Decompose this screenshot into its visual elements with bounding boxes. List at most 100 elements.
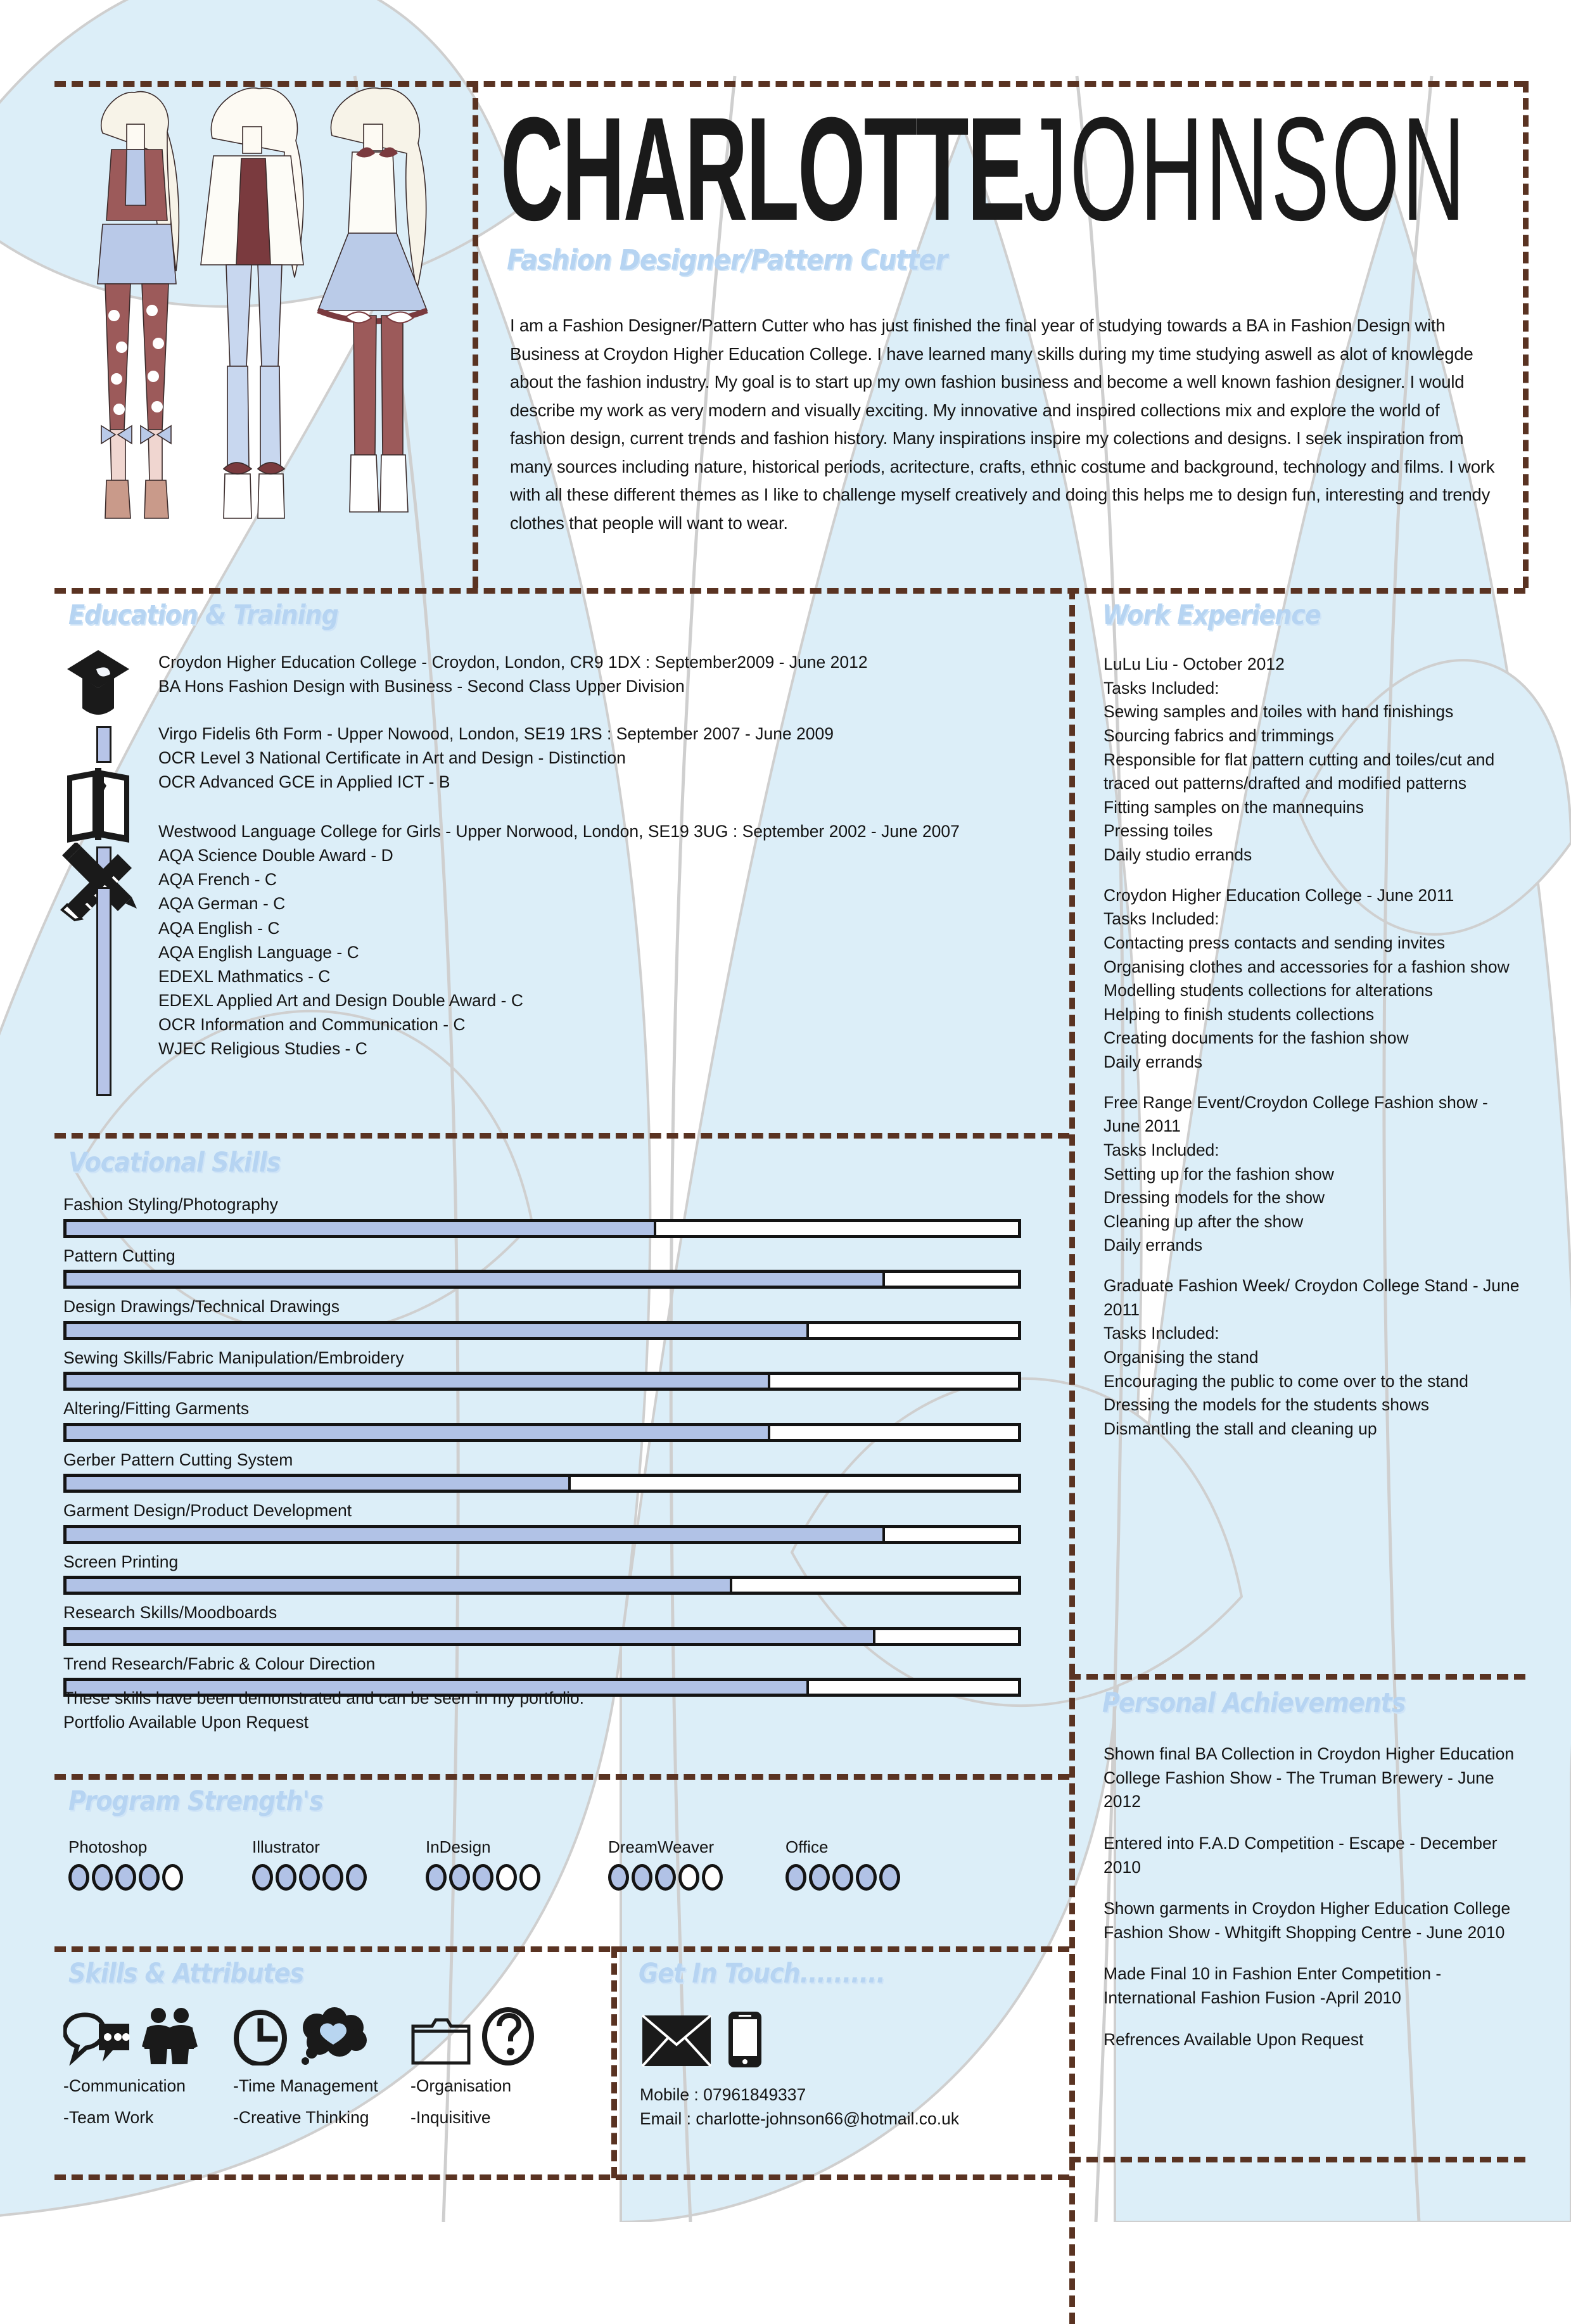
program-name: Office [786,1837,829,1856]
education-entry-1: Croydon Higher Education College - Croyd… [158,650,1001,698]
skill-progress-fill [67,1579,733,1592]
attribute-line-1: -Organisation [410,2076,512,2095]
education-qualification: OCR Level 3 National Certificate in Art … [158,748,626,768]
work-entry-tasks-label: Tasks Included: [1104,1140,1219,1159]
rating-dot [608,1864,629,1891]
personal-achievement-item: Shown garments in Croydon Higher Educati… [1104,1899,1511,1942]
rating-dot [299,1864,320,1891]
contact-section-title: Get In Touch.......... [639,1958,886,1989]
personal-achievements-list: Shown final BA Collection in Croydon Hig… [1104,1742,1522,2069]
personal-achievement-item: Entered into F.A.D Competition - Escape … [1104,1833,1498,1877]
program-rating-dots [608,1864,723,1891]
work-entry-task: Sourcing fabrics and trimmings [1104,725,1334,745]
rating-dot [856,1864,877,1891]
education-qualification: AQA German - C [158,894,286,914]
rating-dot [68,1864,89,1891]
rating-dot [809,1864,830,1891]
program-name: Illustrator [252,1837,320,1856]
last-name: JOHNSON [1024,86,1468,252]
program-name: InDesign [426,1837,491,1856]
page-title: CHARLOTTEJOHNSON [500,95,1468,243]
skill-row: Altering/Fitting Garments [63,1399,1021,1442]
program-strength-item: InDesign [426,1837,540,1891]
personal-achievements-section-title: Personal Achievements [1102,1687,1406,1719]
skill-progress-fill [67,1375,771,1388]
skill-row: Gerber Pattern Cutting System [63,1450,1021,1493]
work-experience-entry: Croydon Higher Education College - June … [1104,884,1522,1075]
education-qualification: AQA Science Double Award - D [158,846,393,865]
education-qualification: OCR Information and Communication - C [158,1015,466,1035]
rating-dot [162,1864,183,1891]
education-connector-bar-1 [96,726,111,763]
divider-above-achievements [1069,1674,1525,1680]
skill-progress-fill [67,1528,885,1541]
work-experience-entry: Free Range Event/Croydon College Fashion… [1104,1091,1522,1258]
divider-header-right [1523,81,1529,588]
divider-bottom-right [1069,2157,1525,2162]
education-qualification: EDEXL Applied Art and Design Double Awar… [158,991,523,1011]
skill-row: Pattern Cutting [63,1246,1021,1289]
portfolio-note: These skills have been demonstrated and … [63,1686,584,1735]
work-entry-task: Setting up for the fashion show [1104,1164,1334,1184]
contact-email[interactable]: Email : charlotte-johnson66@hotmail.co.u… [640,2109,960,2128]
work-entry-task: Daily studio errands [1104,845,1252,864]
rating-dot [655,1864,676,1891]
fashion-illustration [56,75,467,575]
pencil-ruler-icon [60,843,137,922]
skill-row: Sewing Skills/Fabric Manipulation/Embroi… [63,1348,1021,1391]
skill-row: Design Drawings/Technical Drawings [63,1297,1021,1340]
work-entry-heading: Free Range Event/Croydon College Fashion… [1104,1092,1488,1136]
contact-mobile[interactable]: Mobile : 07961849337 [640,2085,806,2104]
skill-row: Trend Research/Fabric & Colour Direction [63,1654,1021,1697]
program-rating-dots [68,1864,183,1891]
thought-cloud-heart-icon [302,2007,367,2065]
skill-progress-track [63,1218,1021,1238]
fashion-illustration-svg [97,87,428,519]
skill-row: Research Skills/Moodboards [63,1603,1021,1646]
work-entry-task: Modelling students collections for alter… [1104,981,1433,1000]
attribute-group-time: -Time Management -Creative Thinking [233,2007,378,2129]
attribute-group-communication: -Communication -Team Work [63,2007,198,2129]
program-name: Photoshop [68,1837,148,1856]
graduation-cap-icon [67,650,129,715]
divider-left-right-columns [1069,588,1075,2324]
work-experience-entry: Graduate Fashion Week/ Croydon College S… [1104,1274,1522,1441]
skill-label: Design Drawings/Technical Drawings [63,1297,340,1316]
education-entry-2: Virgo Fidelis 6th Form - Upper Nowood, L… [158,722,1001,794]
personal-achievement-item: Shown final BA Collection in Croydon Hig… [1104,1744,1515,1811]
skill-label: Gerber Pattern Cutting System [63,1450,293,1469]
question-mark-icon [482,2007,534,2065]
program-rating-dots [786,1864,900,1891]
skill-progress-fill [67,1273,885,1286]
rating-dot [252,1864,273,1891]
rating-dot [632,1864,652,1891]
skill-progress-fill [67,1222,657,1235]
skill-label: Altering/Fitting Garments [63,1399,250,1418]
vocational-skills-section-title: Vocational Skills [68,1147,281,1178]
program-rating-dots [252,1864,367,1891]
work-entry-heading: Croydon Higher Education College - June … [1104,885,1454,905]
program-rating-dots [426,1864,540,1891]
first-name: CHARLOTTE [500,86,1026,252]
program-name: DreamWeaver [608,1837,715,1856]
open-book-icon [67,768,129,843]
skill-progress-track [63,1372,1021,1391]
rating-dot [678,1864,699,1891]
education-qualification: WJEC Religious Studies - C [158,1039,367,1059]
rating-dot [702,1864,723,1891]
work-entry-task: Daily errands [1104,1052,1203,1071]
rating-dot [786,1864,806,1891]
program-strength-item: DreamWeaver [608,1837,723,1891]
attribute-line-2: -Inquisitive [410,2108,491,2128]
divider-bottom-left [54,2174,1069,2180]
skill-label: Research Skills/Moodboards [63,1603,277,1622]
rating-dot [346,1864,367,1891]
skill-progress-track [63,1422,1021,1442]
rating-dot [92,1864,113,1891]
work-entry-task: Encouraging the public to come over to t… [1104,1371,1468,1391]
program-strength-item: Photoshop [68,1837,183,1891]
rating-dot [496,1864,517,1891]
work-experience-section-title: Work Experience [1102,599,1321,631]
skill-progress-track [63,1626,1021,1646]
program-strengths-section-title: Program Strength's [68,1785,324,1817]
